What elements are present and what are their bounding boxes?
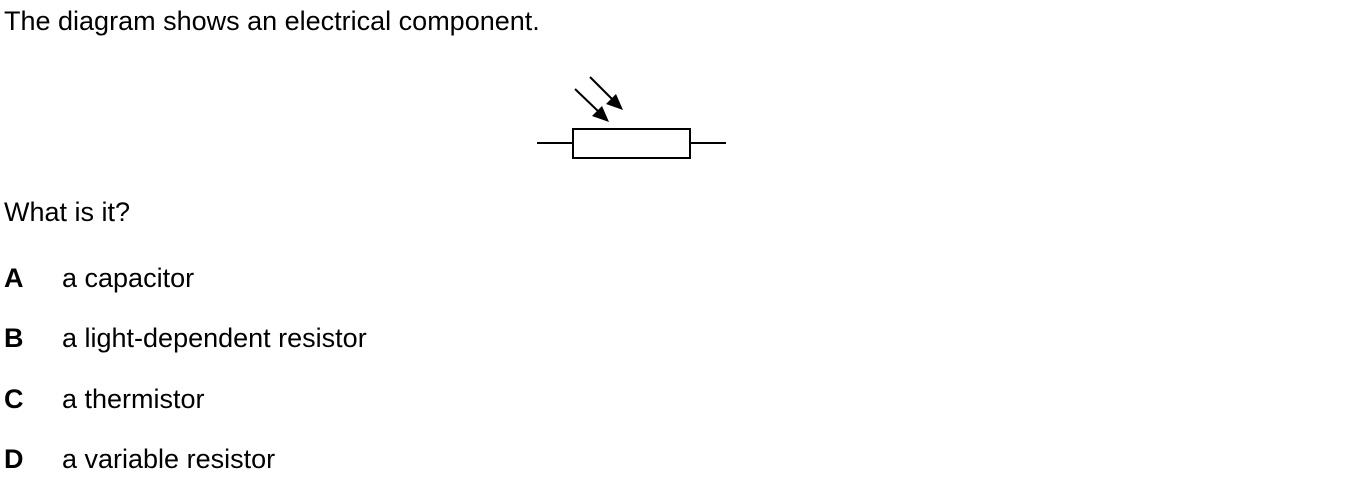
light-arrow-icon: [574, 88, 609, 122]
ldr-circuit-symbol: [537, 76, 726, 159]
option-text: a thermistor: [62, 383, 205, 414]
option-text: a variable resistor: [62, 443, 276, 474]
light-arrow-icon: [589, 76, 623, 110]
option-text: a capacitor: [62, 263, 195, 293]
resistor-body: [572, 128, 691, 159]
option-letter: A: [4, 263, 24, 293]
option-letter: C: [4, 383, 24, 414]
question-prompt: What is it?: [4, 197, 131, 227]
question-stem: The diagram shows an electrical componen…: [4, 6, 540, 36]
option-letter: D: [4, 443, 24, 474]
option-text: a light-dependent resistor: [62, 323, 367, 354]
option-letter: B: [4, 323, 24, 354]
